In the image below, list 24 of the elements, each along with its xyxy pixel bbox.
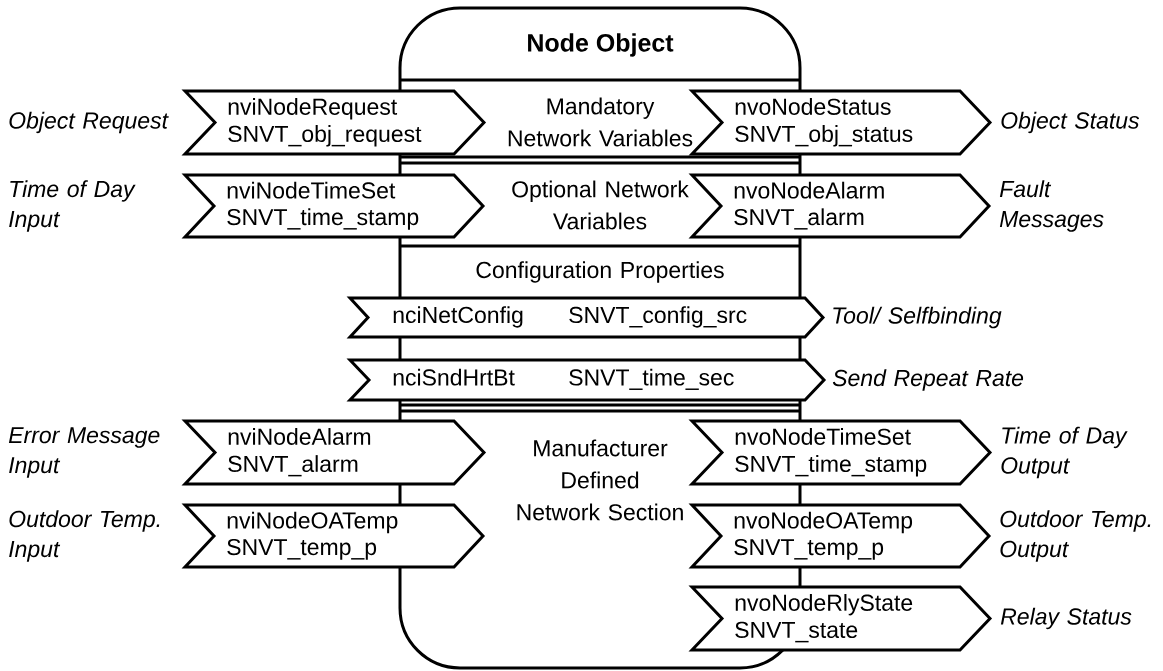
side-label: Object Request [9, 111, 169, 134]
side-label: Time of Day Input [9, 180, 136, 232]
chevron-box: nciNetConfig SNVT_config_src [346, 296, 826, 339]
section-label: Manufacturer Defined Network Section [517, 439, 683, 521]
chevron-box: nviNodeTimeSet SNVT_time_stamp [181, 173, 486, 239]
chevron-box: nviNodeOATemp SNVT_temp_p [181, 503, 486, 569]
side-label: Tool/ Selfbinding [833, 306, 1002, 329]
chevron-box: nvoNodeRlyState SNVT_state [688, 585, 993, 652]
chevron-box: nvoNodeTimeSet SNVT_time_stamp [688, 419, 993, 486]
side-label: Relay Status [1000, 607, 1132, 630]
side-label: Time of Day Output [1001, 426, 1128, 479]
side-label: Fault Messages [999, 180, 1104, 232]
side-label: Outdoor Temp. Output [1000, 510, 1151, 562]
side-label: Outdoor Temp. Input [9, 510, 160, 562]
section-label: Configuration Properties [476, 261, 724, 283]
chevron-box: nviNodeRequest SNVT_obj_request [181, 89, 487, 156]
chevron-box: nvoNodeAlarm SNVT_alarm [688, 173, 992, 239]
chevron-box: nciSndHrtBt SNVT_time_sec [346, 358, 827, 402]
side-label: Send Repeat Rate [832, 369, 1024, 391]
section-label: Optional Network Variables [512, 180, 689, 230]
side-label: Object Status [1001, 111, 1140, 134]
chevron-box: nviNodeAlarm SNVT_alarm [181, 419, 487, 486]
side-label: Error Message Input [8, 427, 160, 478]
chevron-box: nvoNodeOATemp SNVT_temp_p [688, 503, 992, 569]
